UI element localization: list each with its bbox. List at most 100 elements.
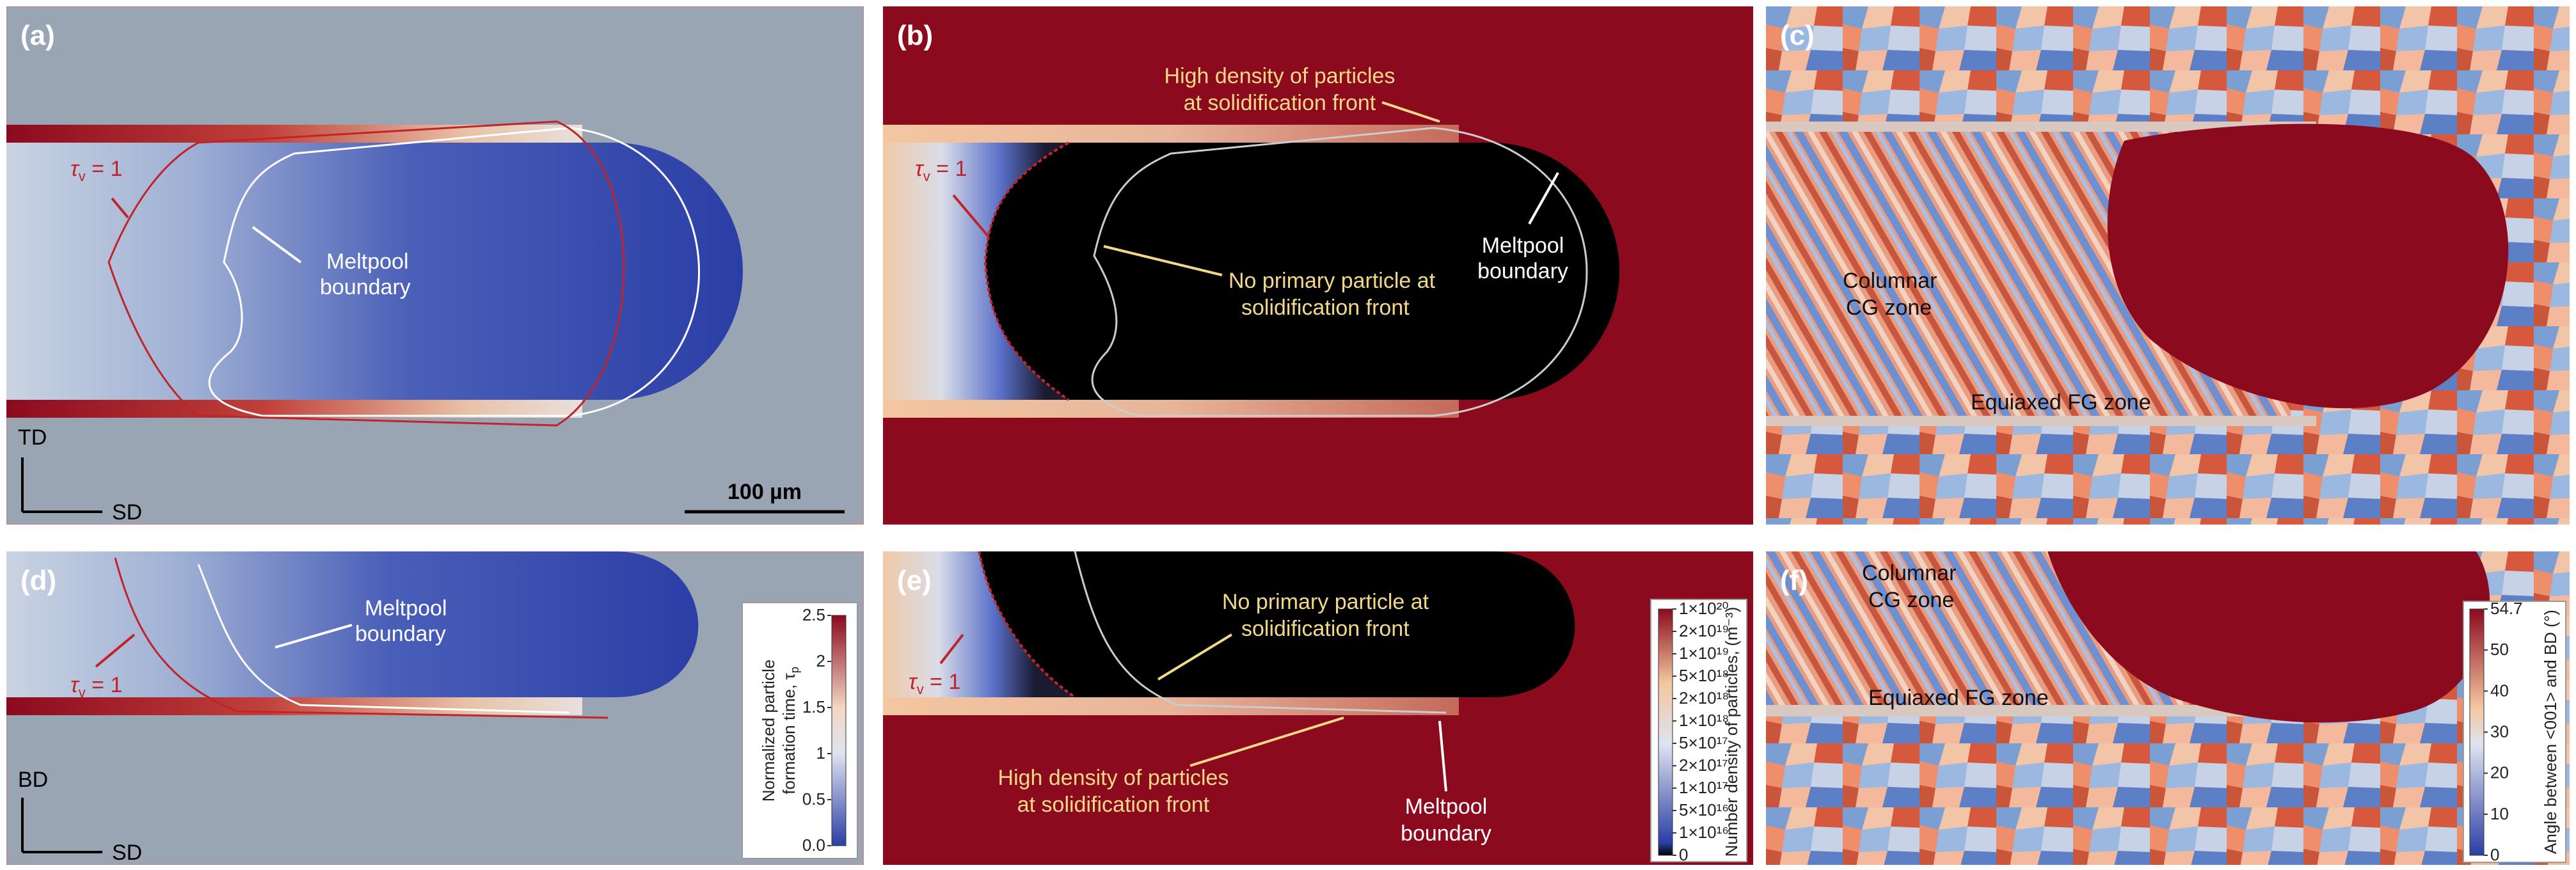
colorbar-tau-title-sub: p xyxy=(788,667,801,673)
colorbar-tick-label: 1×10¹⁷ xyxy=(1679,778,1728,797)
tau-symbol: τ xyxy=(70,673,80,697)
colorbar-angle-title: Angle between <001> and BD (°) xyxy=(2541,610,2560,854)
colorbar-tick-label: 5×10¹⁷ xyxy=(1679,733,1728,752)
high-density-label-1: High density of particles xyxy=(998,766,1229,790)
panel-e: (e) No primary particle at solidificatio… xyxy=(883,551,1753,865)
high-density-arrow xyxy=(1381,101,1440,123)
colorbar-tick-label: 2×10¹⁷ xyxy=(1679,755,1728,775)
no-primary-label-2: solidification front xyxy=(1241,617,1410,641)
colorbar-tau-title-1: Normalized particle xyxy=(759,660,778,802)
tau-symbol: τ xyxy=(915,157,925,181)
high-density-label-2: at solidification front xyxy=(1017,793,1210,817)
colorbar-tick-label: 0.0 xyxy=(802,835,825,855)
colorbar-tick-label: 1×10¹⁶ xyxy=(1679,823,1729,842)
columnar-label-1: Columnar xyxy=(1862,561,1956,585)
panel-f-plot: (f) Columnar CG zone Equiaxed FG zone 54… xyxy=(1766,551,2570,865)
axis-y-label: BD xyxy=(18,768,48,792)
colorbar-number-ticks: 1×10²⁰2×10¹⁹1×10¹⁹5×10¹⁸2×10¹⁸1×10¹⁸5×10… xyxy=(1673,599,1729,864)
colorbar-tick-label: 50 xyxy=(2490,640,2509,659)
colorbar-tick-label: 1.5 xyxy=(802,697,825,716)
tau-arrow xyxy=(939,633,964,665)
colorbar-tick-label: 0 xyxy=(2490,845,2499,864)
colorbar-tau-title-2: formation time, τ xyxy=(779,673,799,795)
colorbar-tick-label: 5×10¹⁸ xyxy=(1679,666,1729,685)
meltpool-label-2: boundary xyxy=(320,275,411,299)
colorbar-tick-label: 1×10²⁰ xyxy=(1679,599,1729,618)
no-primary-arrow xyxy=(1157,633,1233,681)
tau-subscript: v xyxy=(79,684,86,700)
panel-f-label: (f) xyxy=(1780,565,1808,596)
svg-text:formation time, τp: formation time, τp xyxy=(779,667,801,794)
high-density-arrow xyxy=(1189,716,1344,767)
colorbar-tick-label: 40 xyxy=(2490,681,2509,700)
colorbar-tick-label: 1×10¹⁸ xyxy=(1679,711,1729,730)
tau-subscript: v xyxy=(917,681,924,697)
tau-arrow xyxy=(111,197,129,219)
meltpool-label-1: Meltpool xyxy=(365,596,447,621)
panel-a-plot: (a) τv = 1 Meltpool boundary TD SD 100 µ… xyxy=(6,6,864,525)
colorbar-tick-label: 0.5 xyxy=(802,789,825,809)
meltpool-arrow xyxy=(1438,720,1447,792)
meltpool-arrow xyxy=(1528,172,1559,225)
panel-f: (f) Columnar CG zone Equiaxed FG zone 54… xyxy=(1766,551,2570,865)
meltpool-label-2: boundary xyxy=(355,622,446,646)
meltpool-label-1: Meltpool xyxy=(1405,795,1488,819)
tau-equals: = 1 xyxy=(930,157,967,181)
equiaxed-label: Equiaxed FG zone xyxy=(1868,686,2049,710)
panel-e-plot: (e) No primary particle at solidificatio… xyxy=(883,551,1753,865)
colorbar-number-title: Number density of particles, (m⁻³) xyxy=(1722,607,1741,857)
tau-subscript: v xyxy=(79,168,86,184)
panel-e-label: (e) xyxy=(897,565,932,596)
columnar-label-2: CG zone xyxy=(1868,588,1954,612)
panel-b: (b) High density of particles at solidif… xyxy=(883,6,1753,525)
tau-arrow xyxy=(95,633,136,668)
panel-c: (c) Columnar CG zone Equiaxed FG zone xyxy=(1766,6,2570,525)
equiaxed-label: Equiaxed FG zone xyxy=(1971,390,2151,415)
svg-text:τv = 1: τv = 1 xyxy=(70,157,122,184)
meltpool-label-1: Meltpool xyxy=(326,249,409,274)
panel-d-label: (d) xyxy=(20,565,56,596)
colorbar-tick-label: 2×10¹⁸ xyxy=(1679,688,1729,708)
colorbar-tick-label: 1 xyxy=(816,743,825,763)
tau-equals: = 1 xyxy=(86,673,123,697)
svg-text:τv = 1: τv = 1 xyxy=(915,157,967,184)
meltpool-arrow xyxy=(251,226,302,264)
colorbar-tick-label: 54.7 xyxy=(2490,599,2523,618)
no-primary-label-1: No primary particle at xyxy=(1228,269,1436,293)
panel-d-plot: (d) Meltpool boundary τv = 1 BD SD 2.521… xyxy=(6,551,864,865)
colorbar-tick-label: 2×10¹⁹ xyxy=(1679,621,1729,640)
panel-c-label: (c) xyxy=(1780,20,1815,51)
panel-a-label: (a) xyxy=(20,20,55,51)
axis-y-label: TD xyxy=(18,425,47,450)
colorbar-tick-label: 30 xyxy=(2490,722,2509,741)
tau-arrow xyxy=(952,194,990,238)
no-primary-arrow xyxy=(1103,245,1223,276)
colorbar-tick-label: 2.5 xyxy=(802,605,825,624)
tau-symbol: τ xyxy=(909,670,918,694)
no-primary-label-1: No primary particle at xyxy=(1222,590,1429,614)
columnar-label-1: Columnar xyxy=(1843,269,1937,293)
high-density-label-1: High density of particles xyxy=(1165,64,1395,88)
tau-equals: = 1 xyxy=(924,670,961,694)
meltpool-label-2: boundary xyxy=(1477,259,1568,283)
axis-x-label: SD xyxy=(112,500,142,525)
axis-x-label: SD xyxy=(112,841,142,865)
colorbar-number xyxy=(1658,608,1673,856)
colorbar-tick-label: 5×10¹⁶ xyxy=(1679,800,1729,819)
no-primary-label-2: solidification front xyxy=(1241,296,1410,320)
svg-text:τv = 1: τv = 1 xyxy=(70,673,122,700)
svg-text:τv = 1: τv = 1 xyxy=(909,670,960,697)
scalebar-label: 100 µm xyxy=(727,480,802,504)
panel-a: (a) τv = 1 Meltpool boundary TD SD 100 µ… xyxy=(6,6,864,525)
meltpool-label-2: boundary xyxy=(1401,821,1491,846)
panel-b-plot: (b) High density of particles at solidif… xyxy=(883,6,1753,525)
colorbar-tick-label: 10 xyxy=(2490,804,2509,823)
colorbar-angle xyxy=(2469,608,2485,856)
meltpool-label-1: Meltpool xyxy=(1482,233,1564,258)
tau-subscript: v xyxy=(923,168,930,184)
high-density-label-2: at solidification front xyxy=(1184,91,1376,115)
panel-c-plot: (c) Columnar CG zone Equiaxed FG zone xyxy=(1766,6,2570,525)
panel-b-label: (b) xyxy=(897,20,933,51)
